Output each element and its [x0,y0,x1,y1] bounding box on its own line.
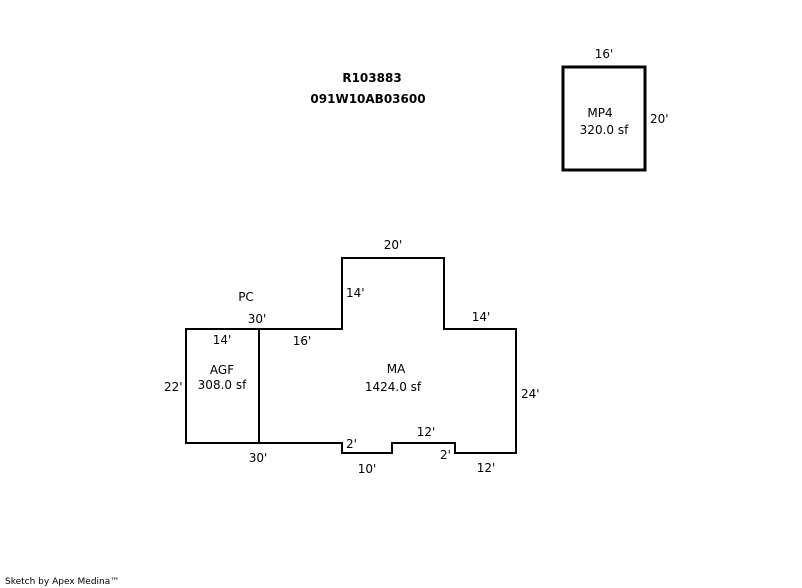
dim-bottom-10: 10' [358,462,377,476]
dim-16: 16' [293,334,312,348]
dim-notch-2-right: 2' [440,448,451,462]
agf-dim-top: 14' [213,333,232,347]
sketch-credit: Sketch by Apex Medina™ [5,577,119,587]
map-number: 091W10AB03600 [310,92,425,106]
dim-right-14: 14' [472,310,491,324]
ma-area: 1424.0 sf [365,380,422,394]
mp4-label: MP4 [587,106,612,120]
dim-notch-2-left: 2' [346,437,357,451]
dim-up-14: 14' [346,286,365,300]
mp4-area: 320.0 sf [580,123,629,137]
dim-top-30: 30' [248,312,267,326]
agf-dim-left: 22' [164,380,183,394]
pc-label: PC [238,290,254,304]
agf-label: AGF [210,363,234,377]
dim-right-24: 24' [521,387,540,401]
dim-bottom-12-right: 12' [477,461,496,475]
ma-outline [185,257,517,454]
parcel-id: R103883 [342,71,401,85]
dim-bottom-30: 30' [249,451,268,465]
dim-top-20: 20' [384,238,403,252]
mp4-dim-top: 16' [595,47,614,61]
dim-notch-12: 12' [417,425,436,439]
mp4-outline [561,65,647,172]
mp4-dim-right: 20' [650,112,669,126]
agf-area: 308.0 sf [198,378,247,392]
ma-label: MA [387,362,406,376]
